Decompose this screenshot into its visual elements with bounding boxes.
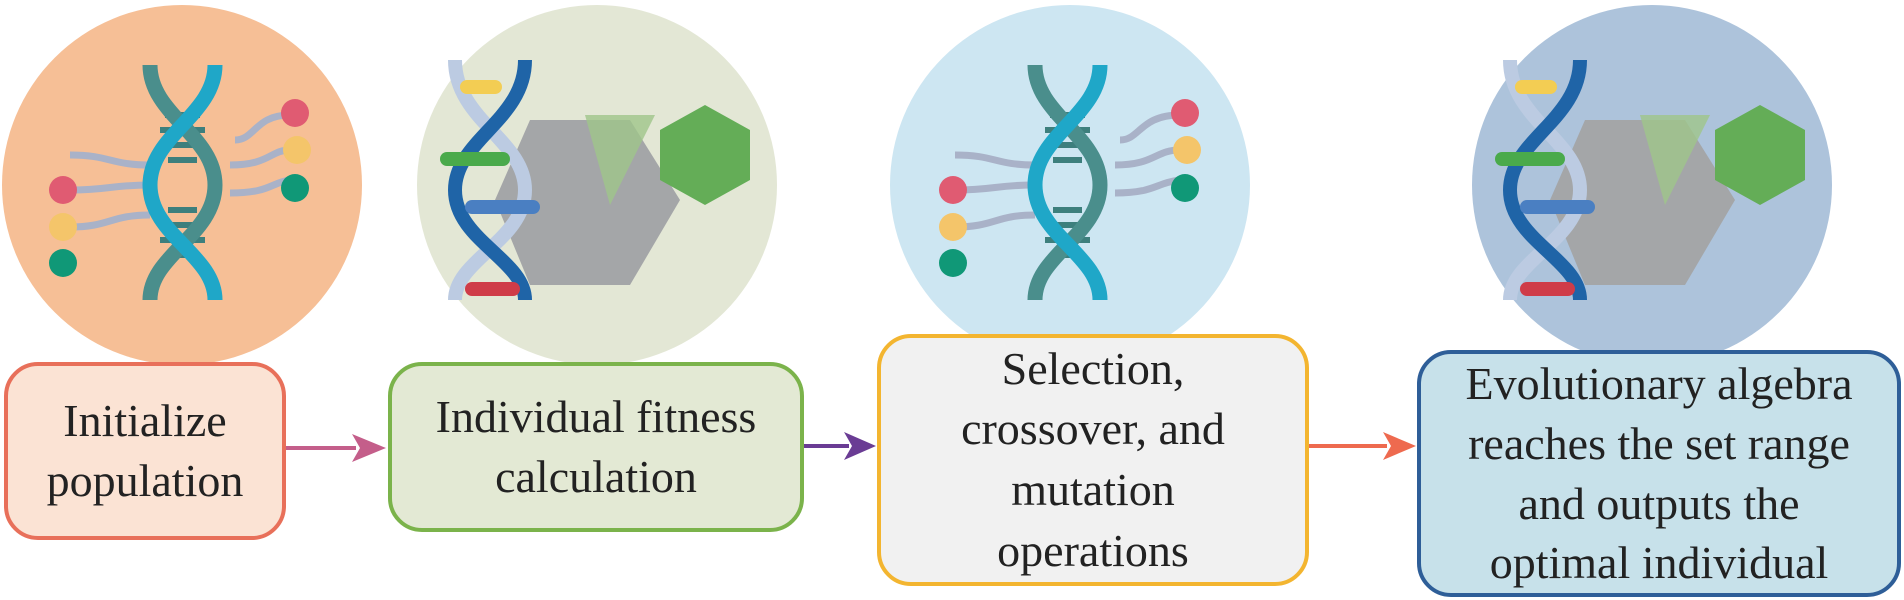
step-4-illustration: [1472, 5, 1832, 365]
dna-connections-icon: [49, 64, 311, 301]
dna-hexagon-icon: [1495, 59, 1805, 301]
step-1-circle: [2, 5, 362, 365]
step-3-illustration: [890, 5, 1250, 365]
step-2-box: Individual fitness calculation: [388, 362, 804, 532]
arrow-step2-to-step3: [804, 432, 876, 460]
arrow-step3-to-step4: [1309, 432, 1416, 460]
dna-connections-icon: [939, 64, 1201, 301]
step-1-box: Initialize population: [4, 362, 286, 540]
step-1-illustration: [2, 5, 362, 365]
dna-hexagon-icon: [440, 59, 750, 301]
step-3-circle: [890, 5, 1250, 365]
step-4-box: Evolutionary algebra reaches the set ran…: [1417, 350, 1901, 597]
arrow-step1-to-step2: [286, 434, 386, 462]
step-3-box: Selection, crossover, and mutation opera…: [877, 334, 1309, 586]
step-2-illustration: [417, 5, 777, 365]
